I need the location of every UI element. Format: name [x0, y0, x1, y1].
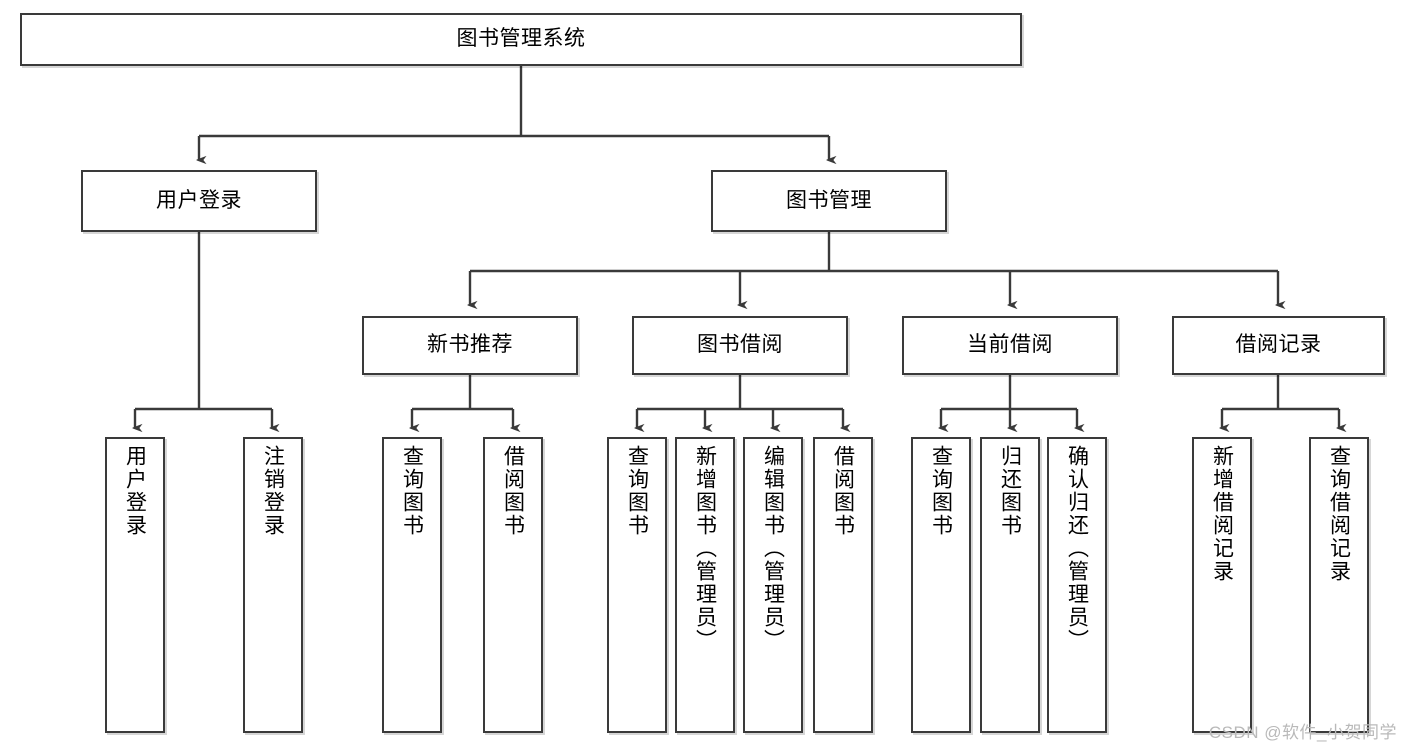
- node-leaf-return-book[interactable]: 归还图书: [980, 437, 1040, 733]
- node-leaf-query-book-1[interactable]: 查询图书: [382, 437, 442, 733]
- node-leaf-borrow-book-2-label: 借阅图书: [831, 445, 855, 537]
- node-leaf-borrow-book-1-label: 借阅图书: [501, 445, 525, 537]
- node-leaf-query-record-label: 查询借阅记录: [1327, 445, 1351, 583]
- node-borrow-record-label: 借阅记录: [1235, 333, 1322, 357]
- node-leaf-confirm-return-label: 确认归还（管理员）: [1065, 445, 1089, 652]
- node-leaf-query-book-3-label: 查询图书: [929, 445, 953, 537]
- node-leaf-query-book-2[interactable]: 查询图书: [607, 437, 667, 733]
- node-leaf-add-book-label: 新增图书（管理员）: [693, 445, 717, 652]
- node-new-book-recommend-label: 新书推荐: [427, 333, 513, 357]
- node-current-borrow[interactable]: 当前借阅: [902, 316, 1118, 375]
- node-user-login[interactable]: 用户登录: [81, 170, 317, 232]
- node-root[interactable]: 图书管理系统: [20, 13, 1022, 66]
- node-leaf-user-logout-label: 注销登录: [261, 445, 285, 537]
- node-leaf-edit-book[interactable]: 编辑图书（管理员）: [743, 437, 803, 733]
- node-leaf-user-login-label: 用户登录: [123, 445, 147, 537]
- node-new-book-recommend[interactable]: 新书推荐: [362, 316, 578, 375]
- node-leaf-user-logout[interactable]: 注销登录: [243, 437, 303, 733]
- node-book-borrow[interactable]: 图书借阅: [632, 316, 848, 375]
- node-current-borrow-label: 当前借阅: [967, 333, 1053, 357]
- node-leaf-query-book-1-label: 查询图书: [400, 445, 424, 537]
- node-leaf-confirm-return[interactable]: 确认归还（管理员）: [1047, 437, 1107, 733]
- node-leaf-add-book[interactable]: 新增图书（管理员）: [675, 437, 735, 733]
- node-leaf-add-record[interactable]: 新增借阅记录: [1192, 437, 1252, 733]
- watermark: CSDN @软件_小贺同学: [1208, 723, 1397, 742]
- node-leaf-query-book-3[interactable]: 查询图书: [911, 437, 971, 733]
- node-leaf-return-book-label: 归还图书: [998, 445, 1022, 537]
- node-root-label: 图书管理系统: [456, 27, 586, 51]
- node-leaf-query-book-2-label: 查询图书: [625, 445, 649, 537]
- node-borrow-record[interactable]: 借阅记录: [1172, 316, 1385, 375]
- node-leaf-user-login[interactable]: 用户登录: [105, 437, 165, 733]
- node-book-manage-label: 图书管理: [786, 188, 872, 212]
- node-user-login-label: 用户登录: [156, 188, 242, 212]
- node-leaf-borrow-book-2[interactable]: 借阅图书: [813, 437, 873, 733]
- node-book-borrow-label: 图书借阅: [697, 333, 783, 357]
- node-leaf-borrow-book-1[interactable]: 借阅图书: [483, 437, 543, 733]
- node-leaf-edit-book-label: 编辑图书（管理员）: [761, 445, 785, 652]
- node-leaf-add-record-label: 新增借阅记录: [1210, 445, 1234, 583]
- node-leaf-query-record[interactable]: 查询借阅记录: [1309, 437, 1369, 733]
- node-book-manage[interactable]: 图书管理: [711, 170, 947, 232]
